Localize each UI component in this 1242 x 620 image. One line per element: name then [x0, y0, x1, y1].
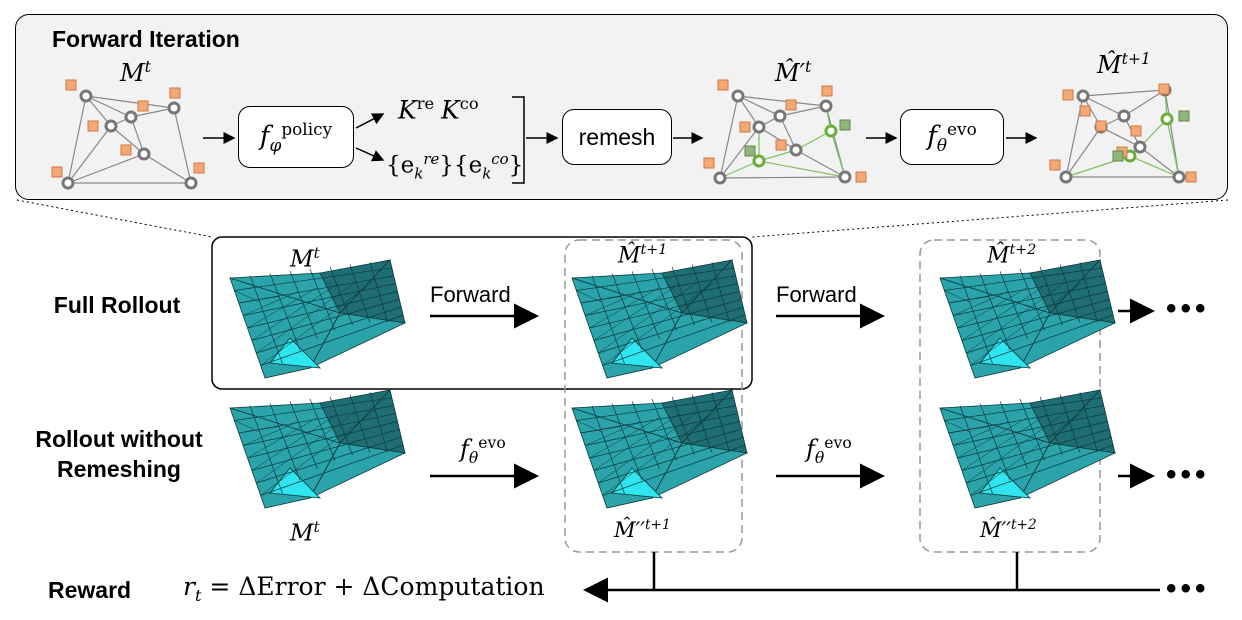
bracket — [512, 96, 525, 184]
mesh-fr-t2 — [939, 259, 1117, 379]
ellipsis-row2: ••• — [1166, 458, 1210, 491]
evo-label-1: fθevo — [460, 434, 506, 467]
arrow-to-e — [355, 147, 385, 162]
mesh-nr-t2 — [939, 389, 1117, 509]
mesh-fr-t1 — [571, 259, 749, 379]
nr-mesh-label-0: Mt — [290, 518, 320, 547]
full-rollout-label: Full Rollout — [53, 292, 181, 318]
evo-label-2: fθevo — [806, 434, 852, 467]
ellipsis-reward: ••• — [1166, 572, 1210, 605]
label-mt-panel: Mt — [120, 58, 151, 87]
fr-mesh-label-0: Mt — [290, 244, 320, 273]
zoom-line-left — [16, 199, 213, 238]
e-outputs: {ekre}{ekco} — [386, 150, 524, 183]
reward-label: Reward — [48, 577, 132, 603]
graph-mesh-t-features — [51, 79, 205, 178]
label-mprime-panel: M̂′t — [775, 58, 812, 87]
ellipsis-row1: ••• — [1166, 292, 1210, 325]
mesh-nr-t1 — [571, 389, 749, 509]
arrow-to-k — [355, 113, 385, 129]
panel-title: Forward Iteration — [52, 26, 240, 52]
fr-mesh-label-1: M̂t+1 — [618, 242, 668, 269]
remesh-box: remesh — [562, 109, 672, 165]
graph-mesh-t-nodes — [61, 89, 198, 190]
nr-mesh-label-1: M̂′′t+1 — [614, 517, 671, 542]
policy-box: fφpolicy — [238, 106, 354, 168]
nr-mesh-label-2: M̂′′t+2 — [980, 517, 1037, 542]
forward-label-1: Forward — [430, 282, 511, 307]
reward-formula: rt = ΔError + ΔComputation — [183, 572, 545, 605]
forward-label-2: Forward — [776, 282, 857, 307]
fr-mesh-label-2: M̂t+2 — [987, 242, 1037, 269]
label-mt1-panel: M̂t+1 — [1097, 50, 1151, 79]
zoom-line-right — [751, 199, 1229, 238]
forward-iteration-panel — [15, 14, 1228, 200]
k-outputs: Kre Kco — [398, 94, 479, 125]
no-remesh-label: Rollout without Remeshing — [35, 426, 203, 482]
evo-box: fθevo — [900, 109, 1004, 165]
mesh-fr-t — [229, 259, 407, 379]
full-rollout-box — [211, 236, 753, 390]
mesh-nr-t — [229, 389, 407, 509]
